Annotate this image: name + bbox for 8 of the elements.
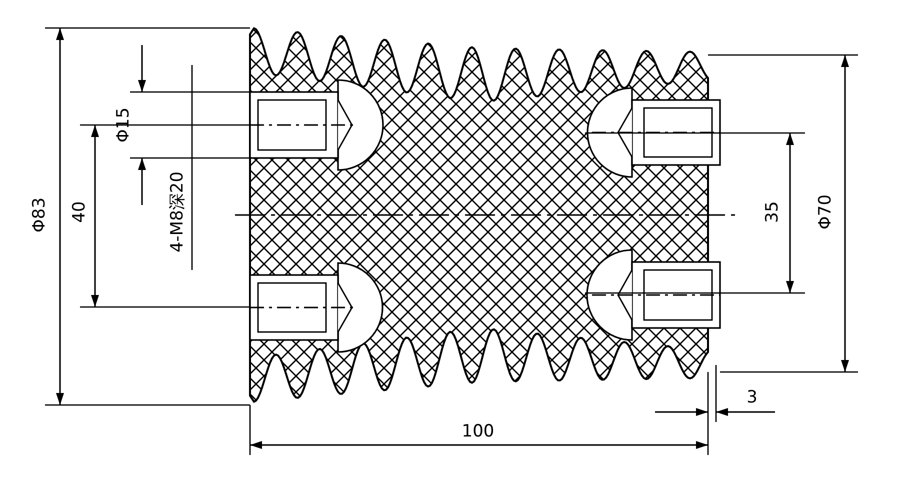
dimension-label: Φ70 xyxy=(818,194,834,230)
dimension-label: 3 xyxy=(746,390,758,406)
dimension-label: 100 xyxy=(462,424,494,440)
dimension-label: 40 xyxy=(72,201,88,223)
dimension-label: Φ83 xyxy=(32,198,48,232)
dimension-label: 4-M8深20 xyxy=(170,171,186,253)
dimension-label: Φ15 xyxy=(116,108,132,142)
dimension-label: 35 xyxy=(764,201,782,223)
